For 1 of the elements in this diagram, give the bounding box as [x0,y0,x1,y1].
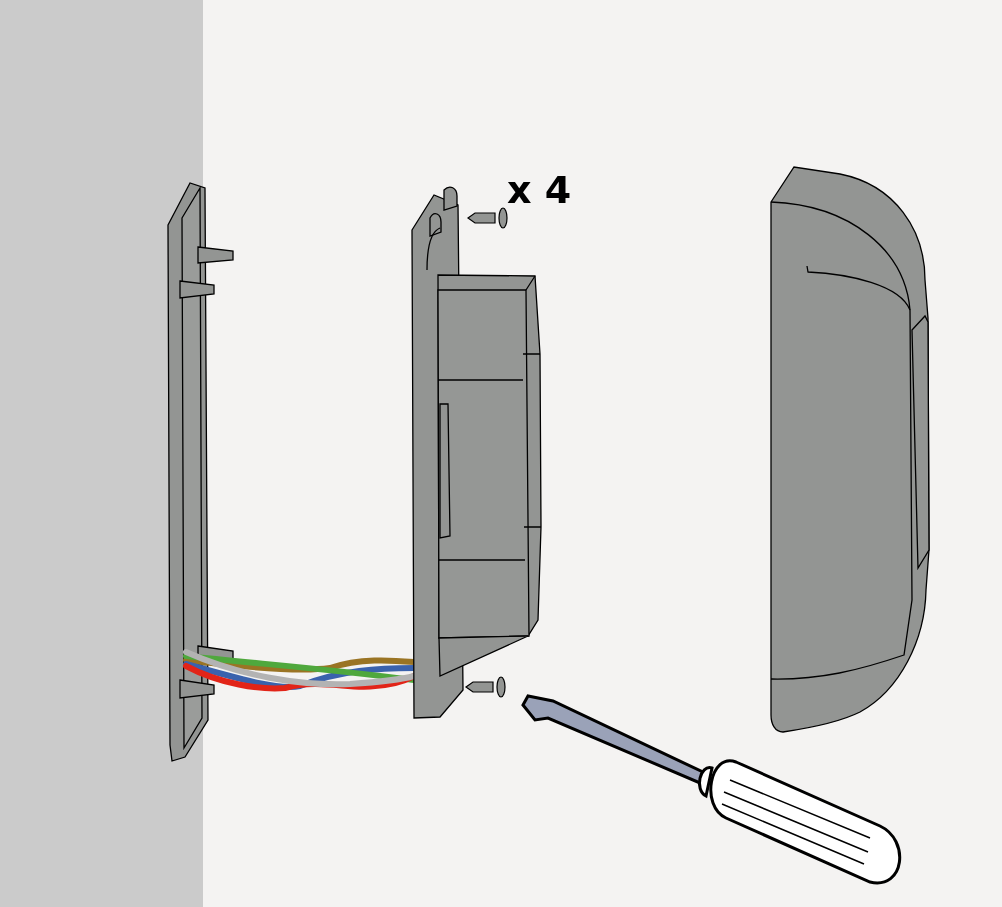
quantity-label: x 4 [507,171,572,209]
